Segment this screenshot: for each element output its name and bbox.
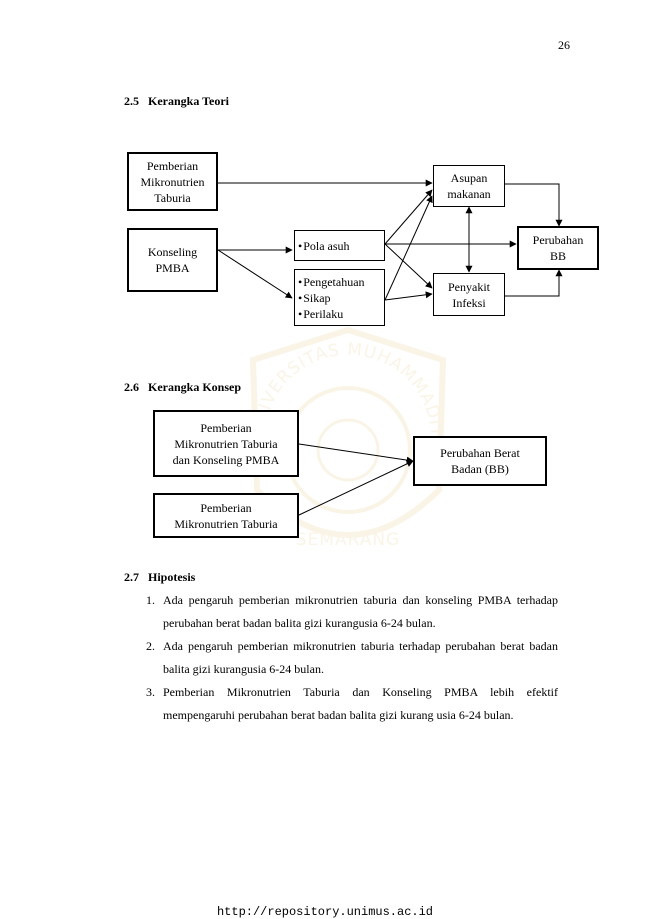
box-line: Sikap — [298, 290, 365, 306]
box-line: Perubahan Berat — [440, 446, 520, 460]
section-heading-konsep: 2.6 Kerangka Konsep — [124, 380, 241, 395]
box-line: Penyakit — [448, 279, 490, 294]
box-line: Mikronutrien — [140, 174, 205, 189]
hypothesis-item: 1. Ada pengaruh pemberian mikronutrien ta… — [146, 589, 558, 635]
box-konseling-pmba: Konseling PMBA — [127, 228, 218, 292]
box-line: Konseling — [147, 245, 198, 259]
hypothesis-item: 3. Pemberian Mikronutrien Taburia dan Kon… — [146, 681, 558, 727]
box-line: Perubahan — [532, 233, 584, 247]
watermark-bottom-text: SEMARANG — [296, 530, 400, 550]
box-line: Pemberian — [200, 500, 252, 515]
hypothesis-text: Pemberian Mikronutrien Taburia dan Konse… — [163, 685, 558, 722]
box-line: Taburia — [154, 190, 191, 205]
box-asupan-makanan: Asupan makanan — [433, 165, 505, 207]
box-line: PMBA — [155, 261, 190, 275]
box-line: makanan — [447, 187, 491, 201]
page-number: 26 — [558, 38, 570, 52]
section-number: 2.6 — [124, 380, 139, 394]
box-konsep-taburia-konseling: Pemberian Mikronutrien Taburia dan Konse… — [153, 410, 299, 477]
box-pola-asuh: Pola asuh — [294, 230, 385, 261]
box-konsep-taburia: Pemberian Mikronutrien Taburia — [153, 493, 299, 538]
hypothesis-number: 1. — [146, 593, 155, 607]
box-line: Mikronutrien Taburia — [174, 436, 278, 451]
section-number: 2.5 — [124, 94, 139, 108]
box-line: Pemberian — [200, 420, 252, 435]
hypothesis-list: 1. Ada pengaruh pemberian mikronutrien ta… — [146, 589, 558, 727]
hypothesis-text: Ada pengaruh pemberian mikronutrien tabu… — [163, 639, 558, 676]
section-heading-hipotesis: 2.7 Hipotesis — [124, 570, 195, 585]
box-pemberian-mikronutrien: Pemberian Mikronutrien Taburia — [127, 152, 218, 211]
box-line: Mikronutrien Taburia — [174, 516, 278, 531]
hypothesis-item: 2. Ada pengaruh pemberian mikronutrien ta… — [146, 635, 558, 681]
box-pengetahuan-sikap-perilaku: Pengetahuan Sikap Perilaku — [294, 269, 385, 326]
box-perubahan-bb: Perubahan BB — [517, 226, 599, 270]
box-line: dan Konseling PMBA — [172, 452, 280, 467]
box-line: Pengetahuan — [298, 274, 364, 290]
box-line: Badan (BB) — [451, 462, 509, 476]
box-line: Pola asuh — [298, 238, 349, 254]
box-line: Pemberian — [146, 158, 199, 173]
section-heading-teori: 2.5 Kerangka Teori — [124, 94, 229, 109]
hypothesis-number: 3. — [146, 685, 155, 699]
hypothesis-text: Ada pengaruh pemberian mikronutrien tabu… — [163, 593, 558, 630]
section-title: Kerangka Teori — [148, 94, 230, 108]
section-number: 2.7 — [124, 570, 139, 584]
box-line: Perilaku — [298, 306, 365, 322]
box-line: Asupan — [450, 171, 488, 185]
box-line: Infeksi — [452, 295, 486, 310]
section-title: Kerangka Konsep — [148, 380, 242, 394]
hypothesis-number: 2. — [146, 639, 155, 653]
box-konsep-perubahan-berat: Perubahan Berat Badan (BB) — [413, 436, 547, 486]
box-penyakit-infeksi: Penyakit Infeksi — [433, 273, 505, 316]
footer-url: http://repository.unimus.ac.id — [216, 905, 434, 919]
section-title: Hipotesis — [148, 570, 196, 584]
box-line: BB — [549, 249, 566, 263]
